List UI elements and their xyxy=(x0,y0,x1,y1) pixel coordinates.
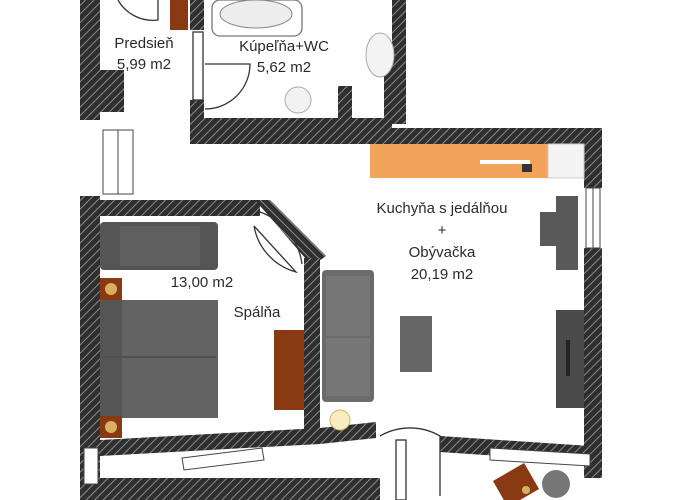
wall-left-lower xyxy=(80,196,100,500)
tv-unit xyxy=(556,310,584,408)
wall-bedroom-top xyxy=(100,200,260,216)
floor-lamp xyxy=(329,409,351,431)
label-hall: Predsieň 5,99 m2 xyxy=(98,33,190,75)
wardrobe xyxy=(274,330,304,410)
hall-cabinet xyxy=(170,0,188,30)
bedroom-area: 13,00 m2 xyxy=(170,274,234,291)
dining-set xyxy=(540,196,578,270)
bathroom-sink xyxy=(365,32,395,78)
wall-bath-bottom xyxy=(204,118,392,130)
sofa xyxy=(322,270,374,402)
wall-hall-left xyxy=(98,70,124,112)
bathtub xyxy=(211,0,303,37)
door-hall-top-swing xyxy=(117,0,159,21)
bed xyxy=(100,300,218,418)
living-area: 20,19 m2 xyxy=(410,266,474,283)
window-bottom-left xyxy=(181,447,265,471)
toilet xyxy=(284,86,312,114)
walls xyxy=(80,0,602,500)
door-bedroom-swing xyxy=(253,225,298,274)
doors xyxy=(117,0,441,500)
wall-left-upper xyxy=(80,0,100,120)
wall-bath-inner xyxy=(384,66,396,122)
window-bottom-right xyxy=(489,447,591,467)
living-name-1: Kuchyňa s jedálňou xyxy=(376,200,508,217)
door-bathroom-swing xyxy=(204,63,251,110)
windows xyxy=(83,129,601,485)
wall-kitchen-top xyxy=(190,128,600,144)
label-bedroom-name: Spálňa xyxy=(222,302,292,323)
label-living: Kuchyňa s jedálňou + Obývačka 20,19 m2 xyxy=(352,198,532,286)
hall-name: Predsieň xyxy=(114,35,174,52)
wall-partition xyxy=(304,258,320,438)
label-bathroom: Kúpeľňa+WC 5,62 m2 xyxy=(214,36,354,78)
label-bedroom-area: 13,00 m2 xyxy=(154,272,250,293)
living-name-3: Obývačka xyxy=(408,244,476,261)
hall-area: 5,99 m2 xyxy=(116,56,172,73)
door-bathroom xyxy=(192,31,204,101)
door-living-swing xyxy=(379,427,441,496)
wall-bath-stub xyxy=(338,86,352,120)
wall-diagonal-top xyxy=(255,200,326,266)
bedroom-name: Spálňa xyxy=(233,304,281,321)
bathroom-name: Kúpeľňa+WC xyxy=(239,38,329,55)
kitchen-counter xyxy=(370,143,585,179)
window-bedroom xyxy=(83,447,99,485)
wall-hall-right xyxy=(190,0,204,30)
wall-right-lower xyxy=(584,248,602,478)
wall-bottom-lower xyxy=(80,478,380,500)
bathroom-area: 5,62 m2 xyxy=(256,59,312,76)
coffee-table xyxy=(400,316,432,372)
terrace-furniture xyxy=(492,463,570,500)
nightstands xyxy=(100,278,122,438)
wall-bottom-left xyxy=(100,428,320,456)
wall-right xyxy=(584,128,602,188)
living-name-2: + xyxy=(437,222,447,239)
